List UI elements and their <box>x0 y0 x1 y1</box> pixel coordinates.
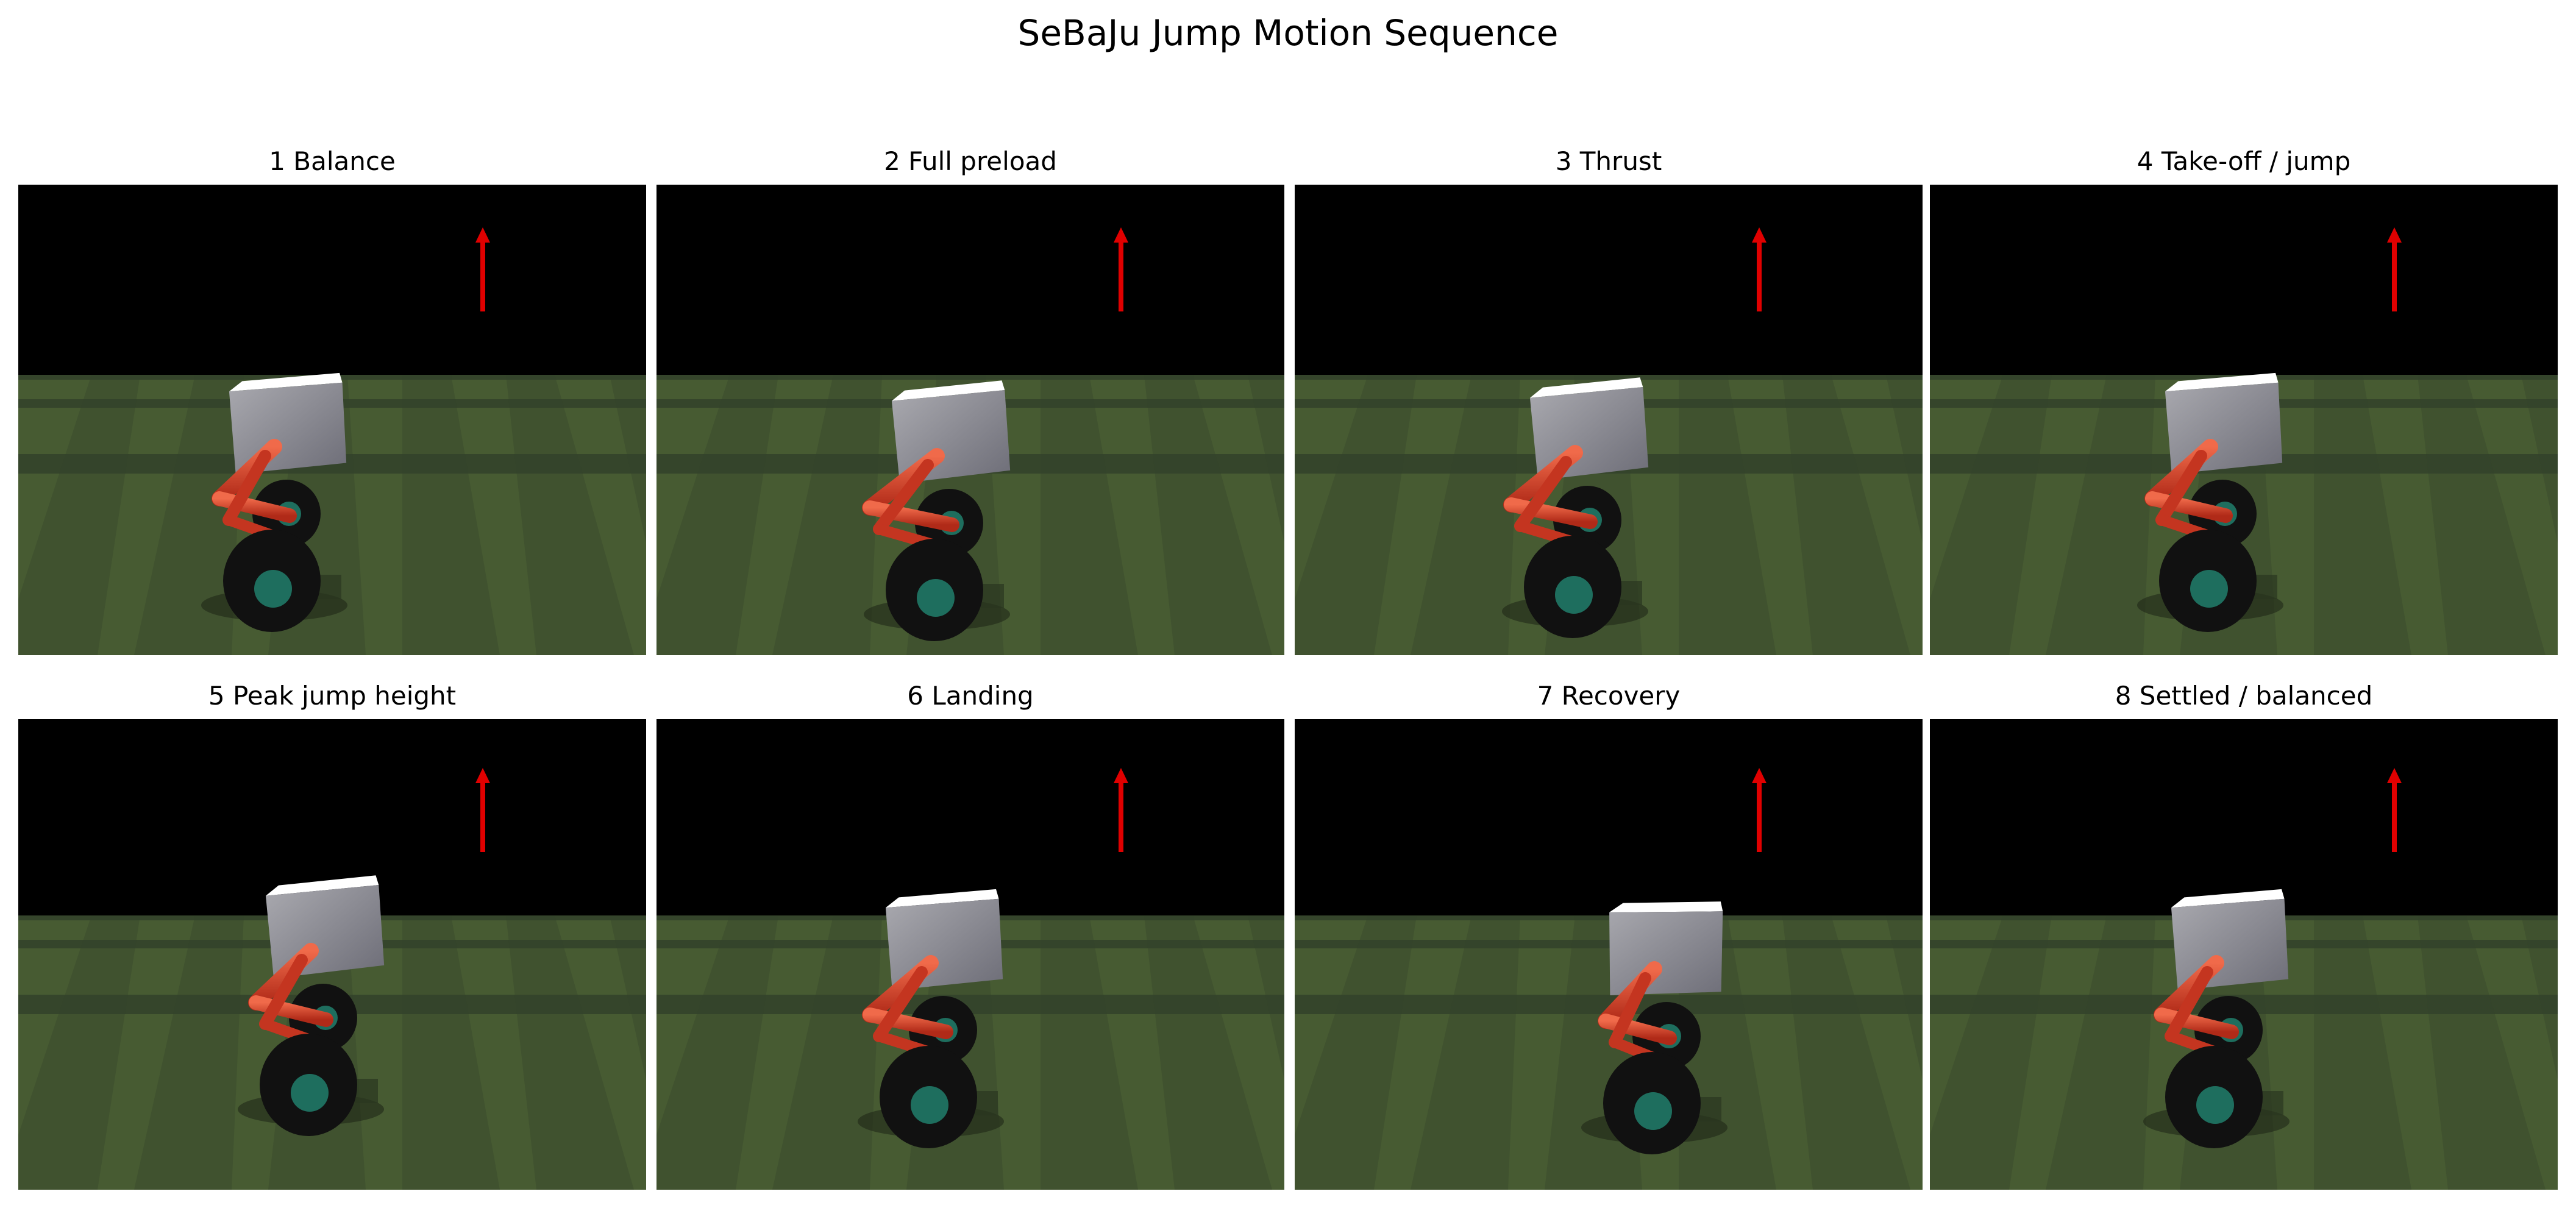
thrust-arrow <box>1114 768 1128 852</box>
panel-title-5: 5 Peak jump height <box>208 681 457 711</box>
panel-title-6: 6 Landing <box>907 681 1034 711</box>
thrust-arrow <box>475 227 490 311</box>
panel-title-4: 4 Take-off / jump <box>2137 146 2351 176</box>
robot <box>201 372 347 632</box>
robot-scene-8 <box>1930 719 2558 1190</box>
panel-title-7: 7 Recovery <box>1537 681 1681 711</box>
sim-frame-1 <box>18 185 646 655</box>
robot <box>2143 889 2290 1148</box>
robot-scene-7 <box>1295 719 1923 1190</box>
robot <box>858 889 1004 1148</box>
robot-scene-2 <box>656 185 1284 655</box>
sim-frame-7 <box>1295 719 1923 1190</box>
sim-frame-4 <box>1930 185 2558 655</box>
robot-scene-3 <box>1295 185 1923 655</box>
robot <box>238 875 385 1136</box>
robot-scene-4 <box>1930 185 2558 655</box>
panel-title-2: 2 Full preload <box>884 146 1057 176</box>
sim-frame-3 <box>1295 185 1923 655</box>
thrust-arrow <box>1752 227 1767 311</box>
sim-frame-6 <box>656 719 1284 1190</box>
panel-title-8: 8 Settled / balanced <box>2115 681 2373 711</box>
robot-scene-1 <box>18 185 646 655</box>
sim-frame-2 <box>656 185 1284 655</box>
thrust-arrow <box>1752 768 1767 852</box>
thrust-arrow <box>475 768 490 852</box>
thrust-arrow <box>2387 227 2402 311</box>
panel-title-3: 3 Thrust <box>1555 146 1662 176</box>
robot <box>2137 372 2283 632</box>
ground-plane <box>1295 915 1923 1190</box>
robot <box>862 380 1011 641</box>
robot <box>1502 377 1649 638</box>
robot-scene-6 <box>656 719 1284 1190</box>
robot-scene-5 <box>18 719 646 1190</box>
robot <box>1581 901 1727 1154</box>
thrust-arrow <box>1114 227 1128 311</box>
figure-title: SeBaJu Jump Motion Sequence <box>1017 12 1559 54</box>
sim-frame-5 <box>18 719 646 1190</box>
sim-frame-8 <box>1930 719 2558 1190</box>
thrust-arrow <box>2387 768 2402 852</box>
panel-title-1: 1 Balance <box>269 146 396 176</box>
